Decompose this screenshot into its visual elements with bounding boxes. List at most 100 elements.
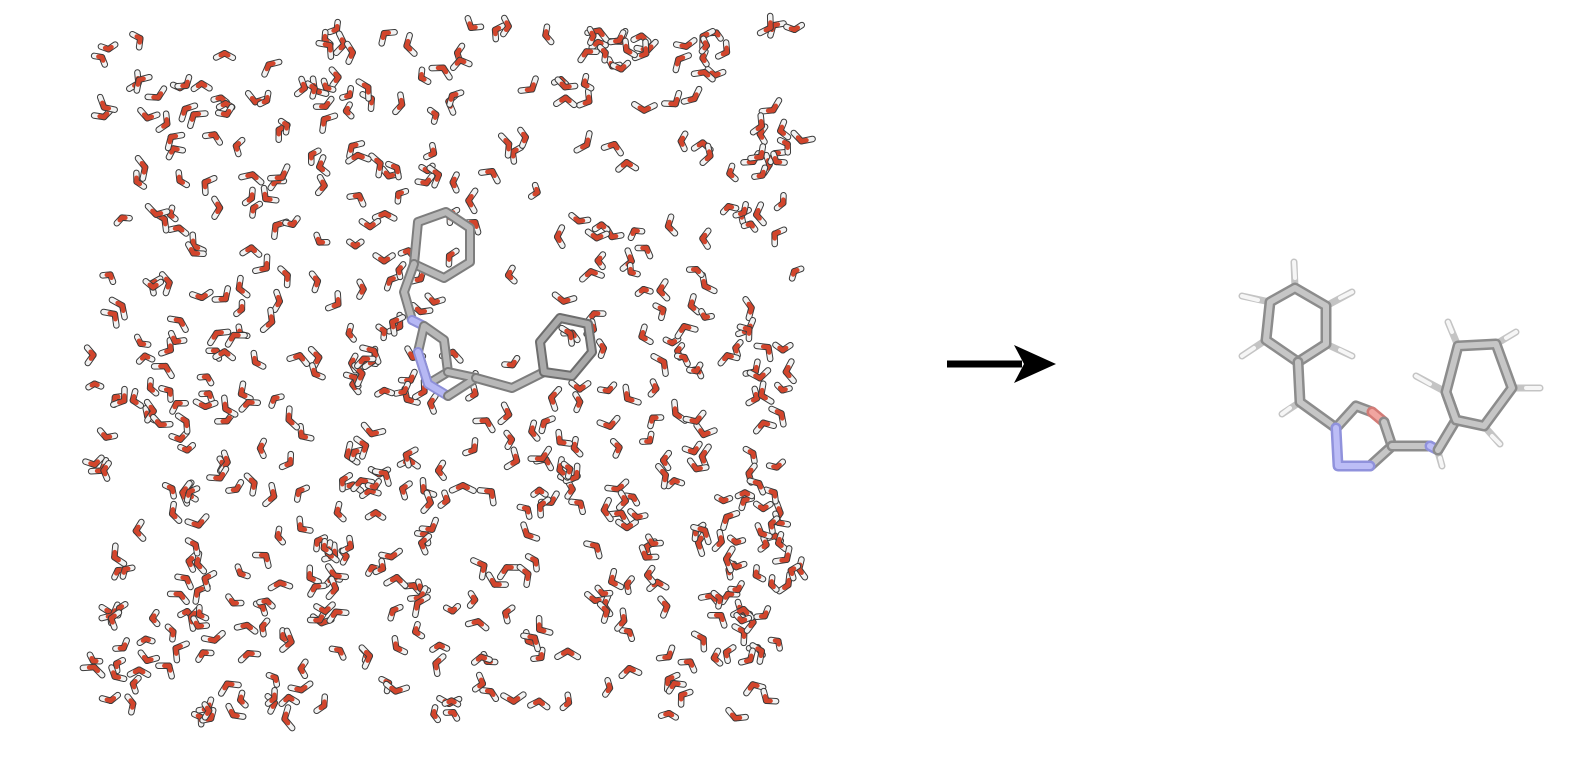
water-molecule [174, 573, 194, 591]
water-molecule [319, 112, 339, 134]
water-molecule [714, 39, 731, 60]
water-molecule [313, 231, 331, 246]
water-molecule [774, 381, 793, 394]
water-molecule [129, 674, 142, 695]
water-molecule [345, 151, 372, 165]
water-molecule [754, 522, 773, 540]
water-molecule [659, 449, 673, 472]
water-molecule [359, 487, 382, 500]
water-molecule [108, 664, 128, 683]
water-molecule [113, 656, 127, 675]
water-molecule [756, 123, 769, 146]
water-molecule [237, 689, 249, 709]
water-molecule [516, 563, 532, 588]
water-molecule [96, 93, 118, 113]
water-molecule [158, 271, 173, 297]
water-molecule [551, 291, 578, 305]
water-molecule [485, 571, 509, 588]
water-molecule [189, 231, 207, 254]
water-molecule [79, 663, 106, 679]
water-molecule [464, 618, 490, 632]
water-molecule [627, 227, 646, 242]
water-molecule [312, 95, 335, 110]
water-molecule [113, 214, 133, 227]
water-molecule [185, 241, 207, 258]
water-molecule [110, 385, 128, 408]
water-molecule [172, 640, 190, 664]
water-molecule [313, 534, 329, 553]
water-molecule [417, 66, 432, 85]
water-molecule [737, 647, 756, 666]
water-molecule [333, 500, 347, 523]
water-molecule [339, 472, 354, 493]
water-molecule [517, 126, 529, 149]
water-molecule [476, 487, 497, 507]
water-molecule [271, 288, 283, 313]
water-molecule [558, 324, 575, 347]
water-molecule [504, 264, 518, 285]
water-molecule [261, 58, 283, 78]
right-arrow-icon [947, 345, 1056, 383]
water-molecule [614, 607, 628, 632]
water-molecule [364, 509, 387, 521]
water-molecule [320, 77, 337, 93]
water-molecule [734, 489, 756, 500]
water-molecule [133, 169, 148, 190]
water-molecule [372, 557, 387, 576]
water-molecule [646, 578, 670, 593]
water-molecule [190, 80, 213, 93]
water-molecule [698, 35, 710, 55]
water-molecule [627, 508, 649, 521]
water-molecule [772, 545, 793, 565]
water-molecule [142, 278, 165, 291]
water-molecule [359, 344, 382, 365]
water-molecule [293, 75, 308, 98]
water-molecule [686, 457, 710, 473]
water-molecule [516, 503, 533, 520]
water-molecule [699, 227, 712, 250]
phenyl-ring-right [535, 313, 597, 381]
water-molecule [756, 12, 774, 37]
water-molecule [596, 414, 621, 430]
water-molecule [655, 463, 669, 490]
water-molecule [509, 144, 525, 165]
water-molecule [594, 251, 607, 271]
water-molecule [615, 489, 629, 511]
water-molecule [736, 323, 753, 343]
water-molecule [553, 224, 566, 249]
water-molecule [535, 615, 554, 636]
water-molecule [187, 110, 209, 130]
water-molecule [192, 398, 219, 411]
water-molecule [647, 378, 660, 398]
water-molecule [355, 78, 372, 102]
water-molecule [225, 593, 245, 607]
water-molecule [423, 141, 438, 161]
water-molecule [762, 486, 779, 505]
water-molecule [500, 691, 527, 705]
water-molecule [542, 23, 555, 46]
water-molecule [326, 18, 341, 36]
water-molecule [673, 352, 691, 368]
water-molecule [554, 76, 579, 91]
water-molecule [465, 187, 479, 215]
water-molecule [432, 653, 447, 677]
water-molecule [99, 271, 117, 286]
water-molecule [752, 419, 777, 435]
water-molecule [719, 203, 740, 216]
water-molecule [274, 525, 287, 546]
water-molecule [693, 421, 718, 439]
water-molecule [358, 644, 374, 670]
water-molecule [600, 140, 624, 157]
water-molecule [606, 509, 631, 527]
water-molecule [108, 296, 128, 321]
water-molecule [591, 221, 611, 234]
water-molecule [158, 385, 174, 403]
water-molecule [241, 186, 256, 207]
water-molecule [726, 534, 747, 546]
water-molecule [307, 582, 328, 598]
water-molecule [568, 379, 592, 393]
water-molecule [478, 167, 501, 185]
water-molecule [570, 435, 584, 458]
water-box [79, 12, 816, 732]
water-molecule [783, 21, 806, 34]
